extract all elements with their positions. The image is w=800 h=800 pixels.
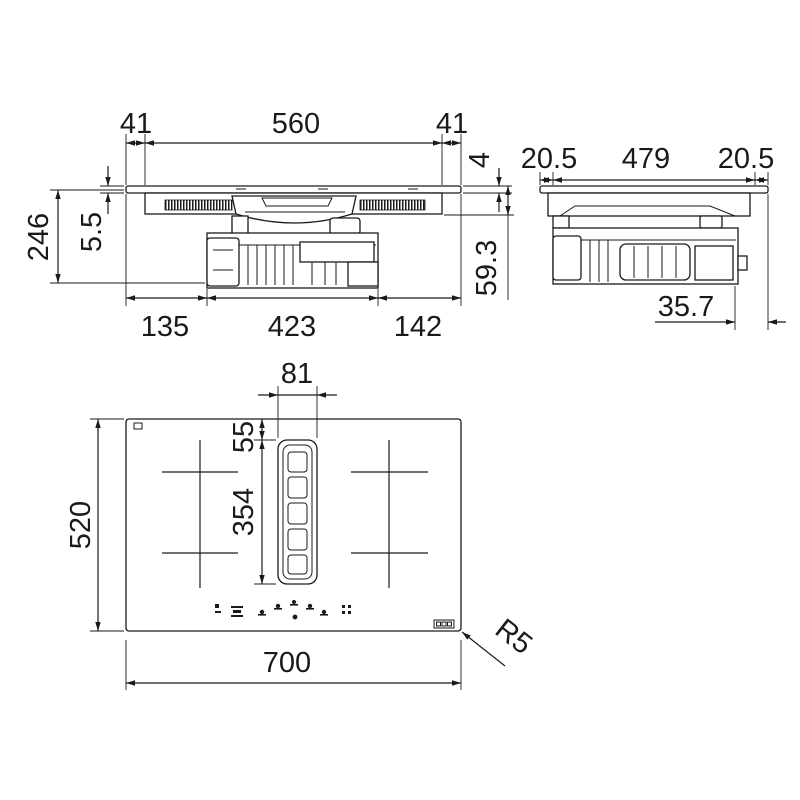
dim-label-vent-length: 354 (228, 488, 260, 536)
dim-label-vent-offset: 55 (228, 421, 260, 453)
dim-label-front-bottom-right: 142 (394, 311, 442, 343)
front-vent-grille-right (359, 199, 426, 211)
dim-label-side-top-left: 20.5 (521, 143, 577, 175)
control-symbol (215, 604, 219, 608)
side-motor-right-block (694, 245, 734, 281)
side-motor-terminal (737, 255, 748, 271)
side-motor-cylinder (619, 243, 691, 281)
dim-label-side-top-right: 20.5 (718, 143, 774, 175)
dim-leader-corner-radius (461, 631, 506, 667)
dim-label-body-depth: 59.3 (471, 240, 503, 296)
control-panel (215, 600, 351, 620)
extraction-vent (277, 439, 318, 585)
control-symbol (320, 614, 328, 616)
control-symbol (342, 605, 345, 608)
control-symbol (348, 605, 351, 608)
side-body (547, 192, 751, 217)
control-symbol (342, 611, 345, 614)
dim-label-front-bottom-left: 135 (141, 311, 189, 343)
top-view: 81 55 354 520 700 R5 (65, 358, 538, 690)
cooking-zone-right (351, 440, 428, 588)
vent-slat (287, 554, 308, 575)
front-motor-terminal (347, 261, 379, 287)
control-symbol (290, 604, 298, 606)
control-symbol (292, 614, 298, 620)
control-symbol (231, 606, 243, 608)
vent-outer (277, 439, 318, 585)
control-symbol (307, 603, 313, 609)
vent-slat (287, 451, 308, 473)
side-glass-plate (539, 185, 769, 194)
control-symbol (292, 600, 296, 604)
vent-inner (282, 444, 313, 580)
control-symbol (215, 611, 221, 613)
front-fan-top (261, 197, 333, 207)
control-symbol (258, 614, 266, 616)
dim-label-plate-thickness: 5.5 (76, 212, 108, 252)
dim-label-side-top-mid: 479 (622, 143, 670, 175)
cooking-zone-left (162, 440, 238, 588)
dim-label-right-top: 4 (464, 152, 496, 168)
control-symbol (306, 608, 314, 610)
control-symbol (233, 610, 241, 613)
dim-label-front-top-right: 41 (436, 108, 468, 140)
vent-slat (287, 476, 308, 499)
dim-label-front-top-mid: 560 (272, 108, 320, 140)
top-view-corner-mark (133, 422, 143, 430)
control-symbol (274, 608, 282, 610)
control-symbol (321, 609, 327, 615)
control-symbol (259, 609, 265, 615)
front-motor-right-block (299, 241, 375, 263)
dim-label-vent-width: 81 (281, 358, 313, 390)
vent-slat (287, 502, 308, 525)
side-duct-connector-right (699, 215, 723, 229)
display-digit (447, 621, 452, 627)
display-outline (433, 619, 455, 629)
dim-label-front-height: 246 (23, 213, 55, 261)
dim-label-width: 700 (263, 647, 311, 679)
front-vent-grille-left (164, 199, 233, 211)
vent-slat (287, 528, 308, 551)
side-duct-connector (552, 215, 570, 229)
display-window (433, 619, 455, 629)
dim-label-front-top-left: 41 (120, 108, 152, 140)
front-view: 41 560 41 (23, 108, 514, 343)
control-symbol (348, 611, 351, 614)
display-digit (441, 621, 447, 627)
front-duct-connector (231, 215, 249, 235)
dim-label-side-bottom: 35.7 (658, 291, 714, 323)
dim-label-depth: 520 (65, 501, 97, 549)
side-motor-left-block (552, 235, 582, 281)
dim-label-front-bottom-mid: 423 (268, 311, 316, 343)
side-body-detail (559, 205, 736, 217)
front-motor-left-block (206, 237, 240, 287)
control-symbol (231, 615, 243, 617)
display-digit (436, 621, 441, 627)
side-view: 20.5 479 20.5 35.7 (521, 143, 786, 330)
control-symbol (275, 603, 281, 609)
front-duct-connector-right (329, 217, 361, 235)
